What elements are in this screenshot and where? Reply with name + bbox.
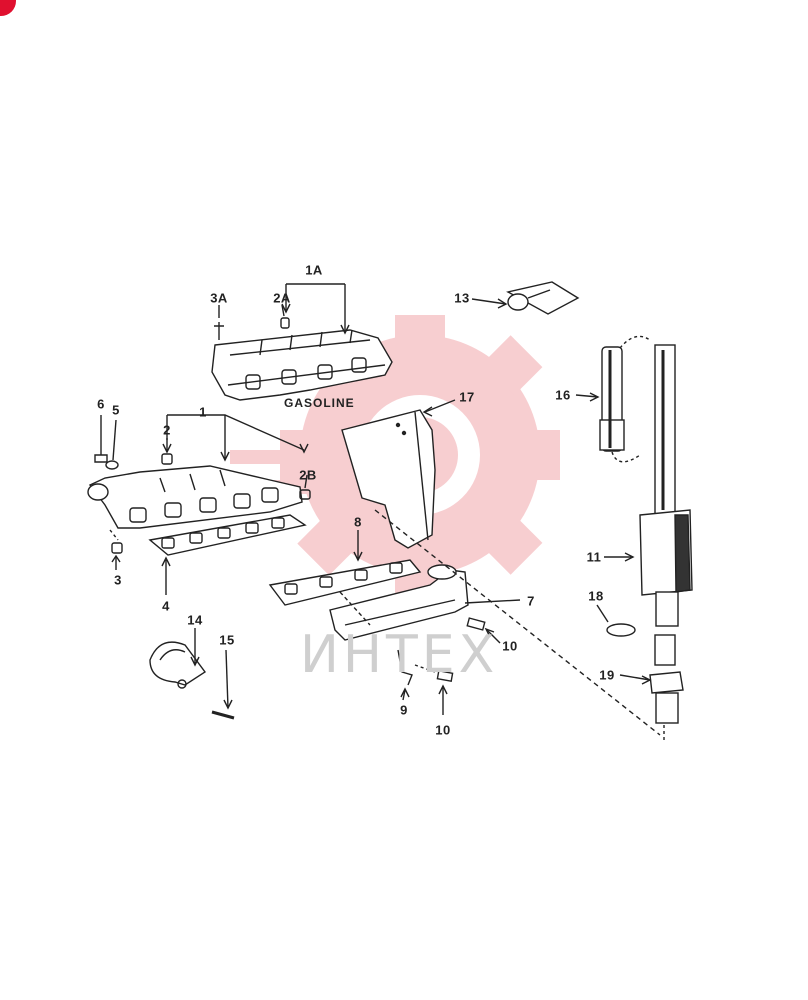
label-8: 8: [354, 514, 362, 530]
label-18: 18: [588, 588, 604, 604]
muffler-11-icon: [639, 344, 693, 627]
gasoline-manifold-1A: [211, 329, 393, 401]
nut-3-icon: [111, 542, 123, 554]
coupling-19-icon: [649, 634, 684, 724]
bolt-6-icon: [94, 415, 108, 463]
pipe-16-icon: [599, 346, 625, 452]
plug-2A-icon: [280, 317, 290, 329]
bolt-3A-icon: [214, 322, 224, 340]
label-2A: 2A: [273, 290, 291, 306]
label-19: 19: [599, 667, 615, 683]
bolt-10-icon: [466, 617, 486, 631]
label-17: 17: [459, 389, 475, 405]
label-15: 15: [219, 632, 235, 648]
gasket-8-icon: [268, 559, 422, 606]
label-7: 7: [527, 593, 535, 609]
bolt-15-icon: [211, 710, 235, 720]
watermark-gear-icon: [230, 315, 560, 595]
label-13: 13: [454, 290, 470, 306]
exhaust-manifold-7-icon: [329, 564, 469, 641]
bracket-9-icon: [397, 649, 413, 686]
label-6: 6: [97, 396, 105, 412]
label-4: 4: [162, 598, 170, 614]
clamp-13-icon: [506, 281, 580, 315]
manifold-1-icon: [87, 465, 303, 529]
label-16: 16: [555, 387, 571, 403]
clamp-ring-18-icon: [606, 623, 636, 637]
label-9: 9: [400, 702, 408, 718]
clamp-14-icon: [149, 641, 207, 689]
plug-2-icon: [161, 453, 173, 465]
label-2: 2: [163, 422, 171, 438]
gasket-4-icon: [148, 514, 307, 556]
label-3A: 3A: [210, 290, 228, 306]
caption-gasoline: GASOLINE: [284, 396, 355, 410]
label-1A: 1A: [305, 262, 323, 278]
washer-5-icon: [105, 460, 119, 470]
label-1: 1: [199, 404, 207, 420]
heat-shield-17-icon: [341, 409, 436, 549]
label-5: 5: [112, 402, 120, 418]
label-11: 11: [586, 549, 602, 565]
label-2B: 2B: [299, 467, 317, 483]
label-14: 14: [187, 612, 203, 628]
watermark-text: ИНТЕХ: [300, 625, 498, 685]
label-10-lower: 10: [435, 722, 451, 738]
label-10-upper: 10: [502, 638, 518, 654]
plug-2B-icon: [299, 489, 311, 500]
bolt-10b-icon: [436, 670, 454, 682]
label-3: 3: [114, 572, 122, 588]
